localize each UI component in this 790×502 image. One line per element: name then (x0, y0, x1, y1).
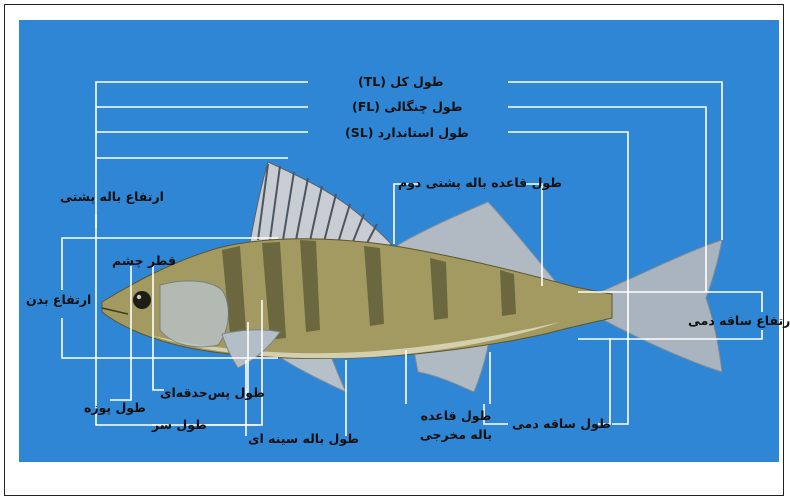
operculum (160, 281, 228, 347)
caudal-peduncle-depth-label: ارتفاع ساقه دمی (688, 313, 790, 328)
anal-fin-base-label-line1: طول قاعده (408, 408, 504, 423)
caudal-peduncle-length-label: طول ساقه دمی (512, 416, 611, 431)
postorbital-length-label: طول پس‌حدقه‌ای (160, 385, 265, 400)
second-dorsal-base-label: طول قاعده باله پشتی دوم (398, 175, 562, 190)
total-length-label: طول کل (TL) (358, 74, 444, 89)
snout-length-label: طول پوزه (84, 400, 146, 415)
body-depth-label: ارتفاع بدن (26, 292, 91, 307)
pectoral-fin-length-label: طول باله سینه ای (248, 431, 359, 446)
fork-length-label: طول چنگالی (FL) (352, 99, 463, 114)
anal-fin-base-label-line2: باله مخرجی (408, 427, 504, 442)
fish-eye-highlight (137, 295, 141, 299)
eye-diameter-label: قطر چشم (112, 253, 176, 268)
head-length-label: طول سر (152, 417, 207, 432)
standard-length-label: طول استاندارد (SL) (345, 125, 469, 140)
dorsal-fin-height-label: ارتفاع باله پشتی (60, 189, 164, 204)
anal-fin-base-label: طول قاعده باله مخرجی (408, 408, 504, 442)
fish-eye (133, 291, 151, 309)
